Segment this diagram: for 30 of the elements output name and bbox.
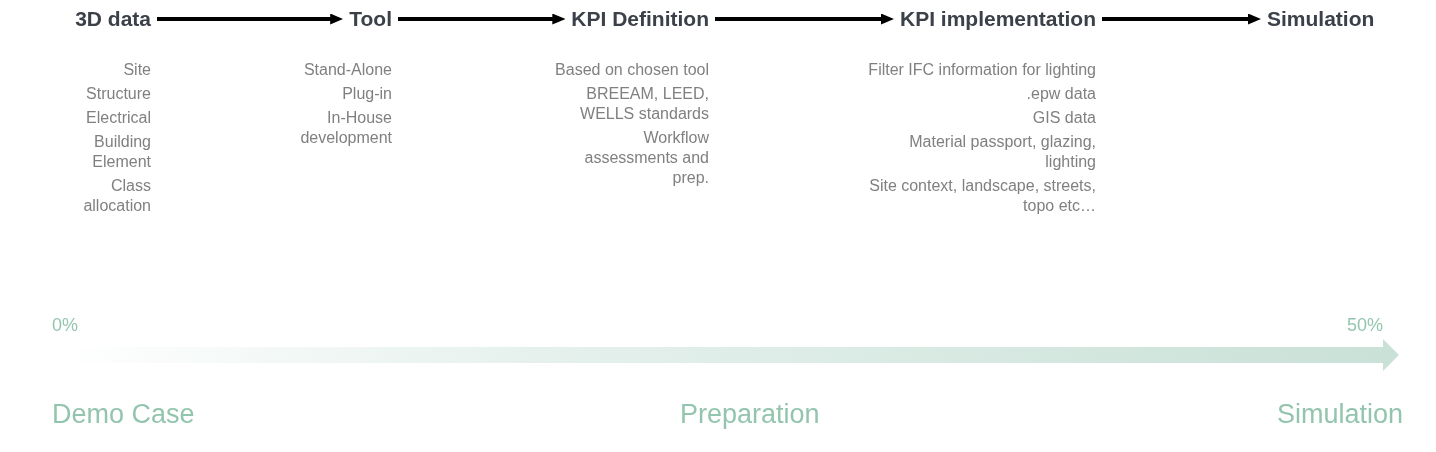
- arrow: [1102, 13, 1261, 25]
- list-item: Material passport, glazing, lighting: [908, 132, 1096, 172]
- list-item: Site context, landscape, streets, topo etc…: [868, 176, 1096, 216]
- list-item: In-House development: [299, 108, 392, 148]
- list-item: Workflow assessments and prep.: [583, 128, 709, 188]
- step-heading: 3D data: [69, 6, 157, 32]
- stage-label: Demo Case: [52, 398, 195, 430]
- list-item: Electrical: [85, 108, 151, 128]
- list-item: Filter IFC information for lighting: [867, 60, 1096, 80]
- step-heading: KPI implementation: [893, 6, 1102, 32]
- list-item: BREEAM, LEED, WELLS standards: [579, 84, 709, 124]
- list-item: Stand-Alone: [302, 60, 392, 80]
- arrow: [398, 13, 566, 25]
- percent-label: 50%: [1347, 314, 1384, 336]
- step-heading: Tool: [343, 6, 398, 32]
- arrow: [157, 13, 344, 25]
- list-item: Building Element: [91, 132, 151, 172]
- list-item: Class allocation: [82, 176, 151, 216]
- list-item: Plug-in: [341, 84, 392, 104]
- list-item: Site: [122, 60, 151, 80]
- arrow: [715, 13, 894, 25]
- list-item: Structure: [85, 84, 151, 104]
- list-item: Based on chosen tool: [554, 60, 709, 80]
- stage-label: Preparation: [680, 398, 820, 430]
- list-item: .epw data: [1025, 84, 1096, 104]
- list-item: GIS data: [1031, 108, 1096, 128]
- percent-label: 0%: [52, 314, 78, 336]
- step-heading: KPI Definition: [565, 6, 715, 32]
- step-heading: Simulation: [1261, 6, 1381, 32]
- stage-label: Simulation: [1277, 398, 1404, 430]
